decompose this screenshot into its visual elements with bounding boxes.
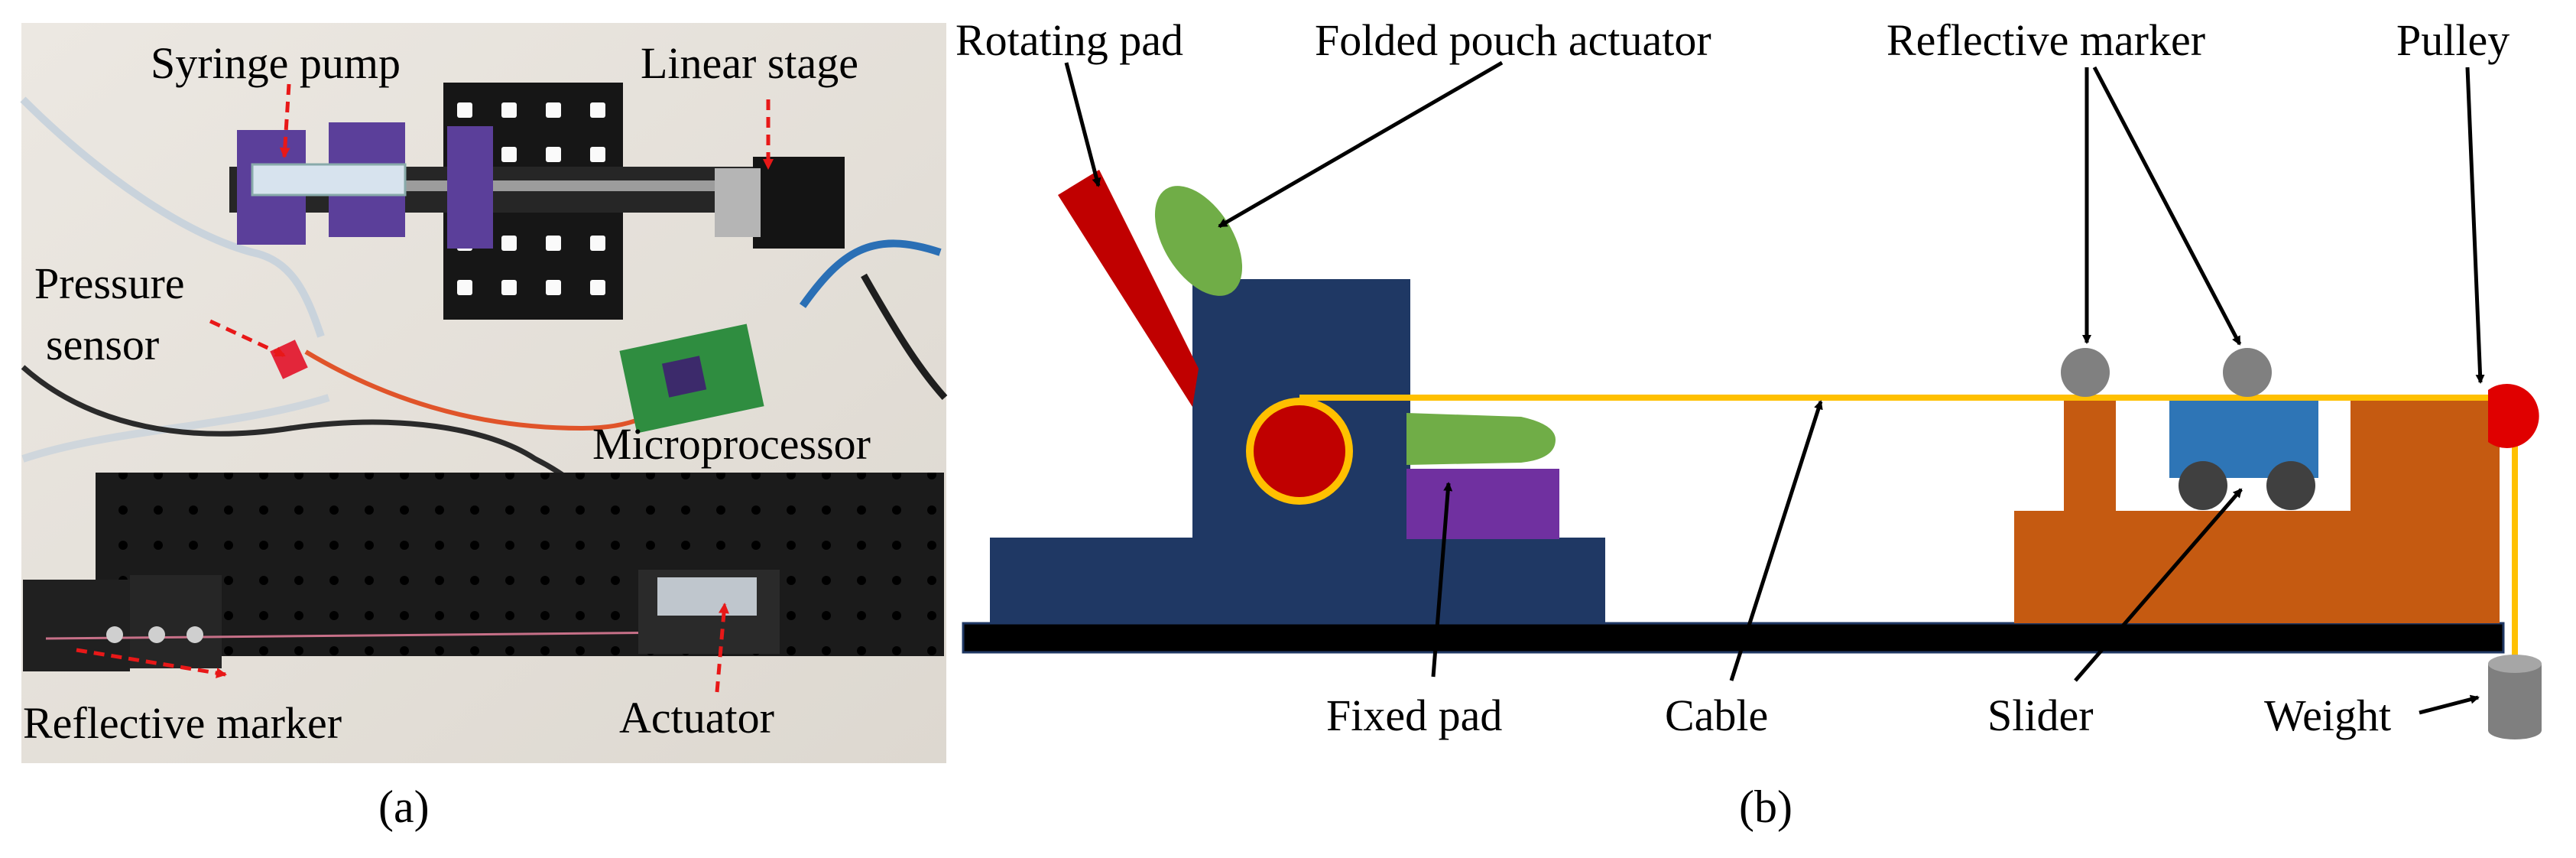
power-cable [861,273,948,401]
optical-breadboard [96,473,944,656]
callout-pressure-sensor [209,319,286,358]
photo-marker-1 [106,626,123,643]
fixed-pad-block [1406,469,1559,539]
leader-weight [2419,694,2480,715]
label-pressure-sensor-line1: Pressure [34,258,185,308]
panel-a-photo [20,23,948,763]
callout-syringe-pump [279,83,291,158]
leader-marker-2 [2092,66,2242,346]
usb-cable [799,239,942,308]
caption-b: (b) [1739,782,1792,832]
base-platform [990,538,1605,623]
photo-marker-2 [148,626,165,643]
label-actuator: Actuator [619,693,774,743]
leader-cable [1729,400,1823,681]
end-pulley [2488,383,2539,448]
fixed-pad-pouch [1406,413,1556,465]
photo-marker-3 [187,626,203,643]
microprocessor-chip [661,356,707,398]
label-weight: Weight [2264,691,2391,740]
label-microprocessor: Microprocessor [592,419,871,469]
callout-reflective-marker [76,648,227,678]
drive-pulley [1254,405,1345,497]
label-slider: Slider [1987,691,2094,740]
panel-b-schematic [962,170,2542,739]
label-reflective-marker-a: Reflective marker [23,698,342,748]
weight-body [2488,664,2542,739]
panel-a-callouts [76,83,774,693]
actuator-pouch [657,577,757,616]
label-folded-pouch-actuator: Folded pouch actuator [1315,15,1711,65]
panel-b-callouts [1064,60,2485,715]
label-rotating-pad: Rotating pad [955,15,1183,65]
folded-pouch-shape [1154,186,1243,296]
reflective-marker-1 [2061,348,2110,397]
marker-mount-right [130,575,222,668]
leader-slider [2074,488,2243,682]
pump-carriage [447,126,493,249]
caption-a: (a) [378,782,430,832]
leader-folded-pouch [1218,60,1504,229]
reflective-marker-2 [2223,348,2272,397]
syringe-barrel [251,163,407,197]
stepper-motor [753,157,845,249]
tube-left [20,96,325,338]
rotating-pad-shape [1058,170,1199,407]
leader-fixed-pad [1431,482,1453,678]
label-cable: Cable [1665,691,1768,740]
slider-wheel-left [2179,461,2227,510]
slider-frame [2014,400,2500,623]
label-reflective-marker-b: Reflective marker [1887,15,2205,65]
label-syringe-pump: Syringe pump [151,38,401,88]
callout-actuator [715,603,729,693]
label-linear-stage: Linear stage [641,38,858,88]
motor-coupler [715,168,761,237]
ground-base [962,622,2505,654]
slider-wheel-right [2266,461,2315,510]
label-fixed-pad: Fixed pad [1326,691,1502,740]
leader-rotating-pad [1064,62,1101,187]
label-pressure-sensor-line2: sensor [46,320,159,369]
leader-pulley [2465,67,2485,384]
weight-top [2488,655,2542,673]
label-pulley: Pulley [2396,15,2509,65]
